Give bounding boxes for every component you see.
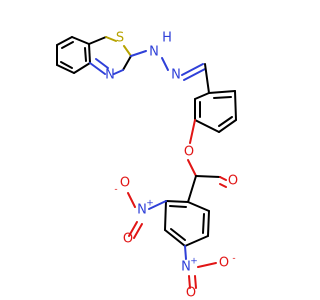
- ester-oxygen-label: O: [184, 145, 194, 160]
- sulfur-bond: [123, 45, 132, 57]
- left-nitro-bottom-oxygen-label: O: [123, 232, 133, 247]
- oxygen-bond: [187, 159, 197, 177]
- right-nitro-bottom-oxygen-label: O: [186, 286, 196, 300]
- left-nitro-top-minus-label: -: [114, 185, 117, 195]
- double-bond-line: [170, 228, 186, 241]
- oxygen-double-bond: [194, 275, 197, 289]
- oxygen-bond: [128, 221, 138, 237]
- right-nitro-plus-label: +: [190, 257, 198, 267]
- bond: [184, 235, 209, 247]
- double-bond-line: [84, 47, 87, 62]
- nitrogen-bond: [148, 200, 167, 210]
- double-bond-line: [169, 205, 187, 208]
- chemical-structure: S N N H N O O N + O - O N + O - O: [56, 31, 238, 300]
- bond: [208, 90, 236, 94]
- carbonyl-oxygen-label: O: [228, 174, 238, 189]
- bond: [164, 229, 186, 247]
- molecule-canvas: S N N H N O O N + O - O N + O - O: [56, 30, 239, 300]
- thiazole-ring: [88, 36, 132, 75]
- carbonyl-bond: [219, 183, 227, 188]
- bond: [234, 90, 237, 121]
- nitrogen-bond: [130, 50, 147, 57]
- imine-double-bond: [183, 68, 206, 81]
- oxygen-bond: [197, 262, 217, 268]
- hydrazone-nitrogen-label: N: [149, 45, 159, 60]
- dinitrophenyl-ring: [164, 200, 210, 247]
- bond: [165, 200, 189, 203]
- double-bond-line: [218, 116, 233, 127]
- benzothiazole-benzene-ring: [56, 36, 91, 74]
- oxygen-double-bond: [133, 223, 143, 239]
- left-nitro-nitrogen-label: N: [137, 203, 147, 218]
- imine-nitrogen-label: N: [171, 68, 181, 83]
- double-bond-line: [60, 61, 73, 69]
- nitrogen-bond: [184, 245, 187, 260]
- bond: [164, 200, 167, 231]
- carbonyl-bond: [219, 176, 227, 181]
- imine-double-bond: [181, 63, 204, 76]
- bond: [195, 175, 221, 178]
- nitrogen-bond: [161, 57, 169, 71]
- right-nitro-nitrogen-label: N: [181, 260, 191, 275]
- bond: [194, 92, 210, 100]
- bond: [187, 175, 197, 203]
- nitrogen-double-bond: [95, 58, 109, 69]
- ester-linkage: [187, 119, 227, 203]
- bond: [56, 64, 75, 74]
- bond: [204, 63, 210, 94]
- oxygen-bond: [127, 192, 136, 208]
- right-nitro-group: [184, 245, 217, 289]
- bond: [218, 119, 237, 133]
- hydrazone-linker: [130, 50, 206, 81]
- bond: [88, 36, 107, 45]
- oxygen-bond: [189, 119, 196, 144]
- sulfur-label: S: [116, 31, 124, 46]
- double-bond-line: [202, 213, 205, 234]
- bond: [73, 62, 91, 74]
- sulfur-bond: [105, 36, 117, 42]
- right-nitro-oxygen-label: O: [219, 256, 229, 271]
- bond: [207, 210, 210, 237]
- bond: [71, 36, 90, 45]
- right-nitro-minus-label: -: [232, 254, 235, 264]
- hydrogen-label: H: [162, 31, 172, 46]
- left-nitro-top-oxygen-label: O: [120, 176, 130, 191]
- thiazole-nitrogen-label: N: [105, 68, 115, 83]
- bond: [194, 119, 220, 133]
- bond: [88, 43, 91, 64]
- nitrogen-bond: [89, 62, 106, 75]
- central-phenyl-ring: [194, 63, 237, 133]
- left-nitro-group: [127, 192, 167, 239]
- bond: [122, 55, 132, 71]
- double-bond-line: [61, 41, 74, 49]
- bond: [56, 36, 73, 46]
- oxygen-double-bond: [188, 275, 191, 289]
- bond: [187, 201, 210, 212]
- left-nitro-plus-label: +: [146, 199, 154, 209]
- double-bond-line: [213, 96, 232, 99]
- nitrogen-bond: [113, 69, 124, 75]
